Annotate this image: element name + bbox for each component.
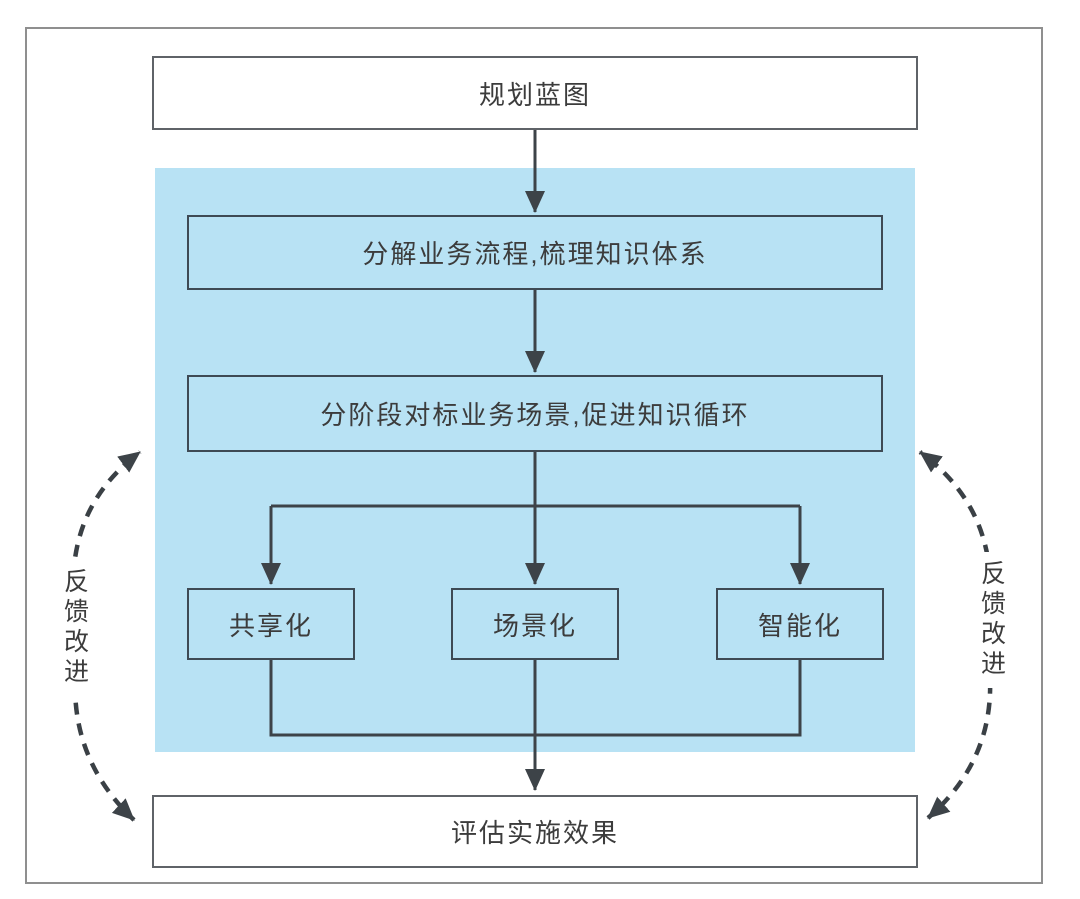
node-decompose-process: 分解业务流程,梳理知识体系 bbox=[187, 215, 883, 290]
feedback-label-right: 反馈改进 bbox=[974, 552, 1008, 688]
diagram-frame bbox=[25, 27, 1043, 884]
node-intelligence: 智能化 bbox=[716, 588, 884, 660]
node-sharing: 共享化 bbox=[187, 588, 355, 660]
node-planning-blueprint-label: 规划蓝图 bbox=[478, 79, 591, 110]
node-planning-blueprint: 规划蓝图 bbox=[152, 56, 918, 130]
node-intelligence-label: 智能化 bbox=[757, 610, 842, 641]
node-benchmark-scenarios-label: 分阶段对标业务场景,促进知识循环 bbox=[320, 400, 750, 430]
feedback-label-left: 反馈改进 bbox=[57, 560, 91, 696]
node-benchmark-scenarios: 分阶段对标业务场景,促进知识循环 bbox=[187, 375, 883, 452]
node-evaluate-effect-label: 评估实施效果 bbox=[450, 818, 619, 848]
node-scenario-label: 场景化 bbox=[492, 610, 577, 641]
node-decompose-process-label: 分解业务流程,梳理知识体系 bbox=[362, 239, 708, 269]
node-evaluate-effect: 评估实施效果 bbox=[152, 795, 918, 868]
node-scenario: 场景化 bbox=[451, 588, 619, 660]
node-sharing-label: 共享化 bbox=[228, 610, 313, 641]
